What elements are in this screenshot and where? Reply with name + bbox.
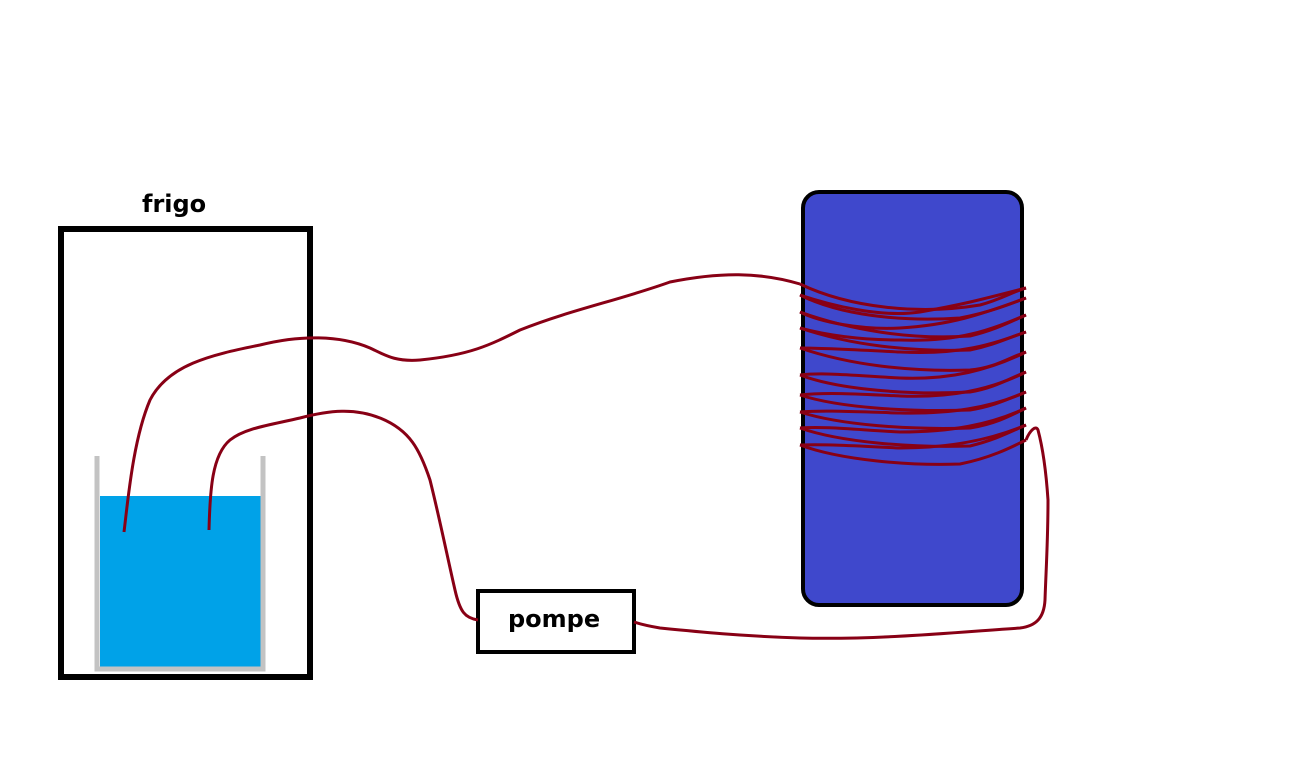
fridge-label: frigo	[142, 190, 207, 218]
beaker-walls	[94, 456, 266, 672]
tube-coil	[799, 282, 1027, 466]
pump-box	[476, 589, 636, 654]
beaker-water	[100, 496, 261, 670]
fridge-box	[58, 226, 313, 680]
outlet-tube	[122, 273, 801, 533]
return-tube	[633, 426, 1050, 640]
tank	[801, 190, 1024, 607]
pump-label: pompe	[508, 605, 601, 633]
inlet-tube	[207, 409, 479, 622]
